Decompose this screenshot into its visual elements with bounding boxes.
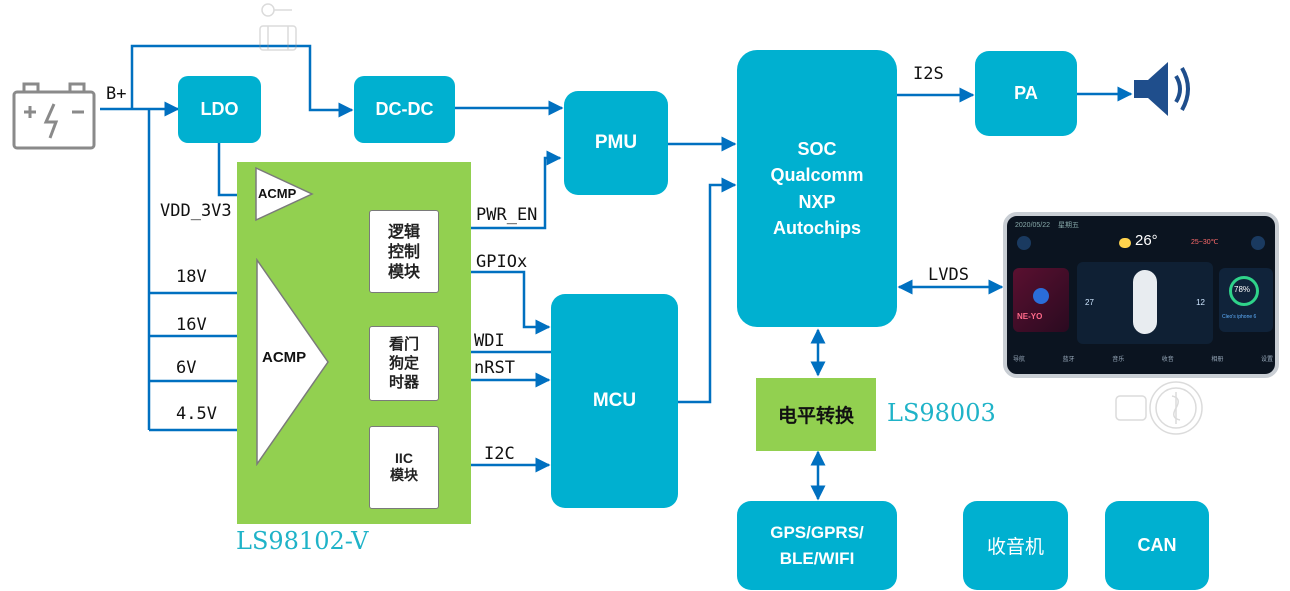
level-shifter-block: 电平转换	[756, 378, 876, 451]
ldo-label: LDO	[200, 99, 239, 119]
pa-block: PA	[975, 51, 1077, 136]
gps-gprs-ble-wifi-block: GPS/GPRS/ BLE/WIFI	[737, 501, 897, 590]
signal-pwr-en: PWR_EN	[476, 205, 538, 225]
play-icon	[1033, 288, 1049, 304]
faint-coin-icon	[1115, 381, 1203, 435]
nav-item: 导航	[1013, 357, 1026, 363]
pmu-block: PMU	[564, 91, 668, 195]
car-icon	[1133, 270, 1157, 334]
signal-6v: 6V	[176, 358, 197, 378]
watchdog-line-3: 时器	[388, 372, 419, 391]
logic-line-2: 控制	[387, 241, 420, 261]
gps-line-2: BLE/WIFI	[779, 548, 855, 568]
soc-line-2: Qualcomm	[770, 165, 864, 186]
volume-icon	[1251, 236, 1265, 250]
faint-chip-icon	[259, 3, 297, 51]
screen-left-value: 27	[1085, 298, 1094, 307]
signal-vdd-3v3: VDD_3V3	[160, 201, 232, 221]
battery-card: 78% Cleo's iphone 6	[1219, 268, 1273, 332]
screen-temp-range: 25~30℃	[1191, 239, 1219, 246]
b-plus-dcdc-wire	[130, 44, 354, 118]
signal-16v: 16V	[176, 315, 207, 335]
can-label: CAN	[1137, 535, 1177, 555]
signal-wdi: WDI	[474, 331, 505, 351]
gpiox-wire	[438, 270, 551, 335]
acmp-large-triangle	[256, 258, 329, 466]
signal-b-plus: B+	[106, 84, 127, 104]
screen-right-value: 12	[1196, 298, 1205, 307]
watchdog-timer-module: 看门 狗定 时器	[369, 326, 439, 401]
soc-line-3: NXP	[798, 191, 836, 212]
dcdc-label: DC-DC	[375, 99, 434, 119]
dcdc-block: DC-DC	[354, 76, 455, 143]
screen-weekday: 星期五	[1058, 222, 1079, 229]
watchdog-line-1: 看门	[388, 335, 419, 354]
nav-item: 音乐	[1112, 357, 1125, 363]
signal-4-5v: 4.5V	[176, 404, 217, 424]
signal-18v: 18V	[176, 267, 207, 287]
iic-line-2: 模块	[390, 467, 418, 484]
screen-temp: 26°	[1135, 232, 1158, 249]
signal-i2s: I2S	[913, 64, 944, 84]
pwr-en-wire	[438, 150, 562, 230]
acmp-small-triangle	[255, 166, 314, 222]
signal-nrst: nRST	[474, 358, 515, 378]
music-card: NE-YO	[1013, 268, 1069, 332]
radio-block: 收音机	[963, 501, 1068, 590]
soc-line-4: Autochips	[773, 217, 861, 238]
level-shifter-label: 电平转换	[777, 405, 854, 427]
chip-part-number: LS98102-V	[236, 527, 369, 555]
car-center-panel: 27 12	[1077, 262, 1213, 344]
signal-gpiox: GPIOx	[476, 252, 528, 272]
logic-line-3: 模块	[387, 261, 420, 281]
watchdog-line-2: 狗定	[388, 354, 419, 373]
iic-line-1: IIC	[395, 450, 413, 466]
can-block: CAN	[1105, 501, 1209, 590]
mcu-label: MCU	[592, 390, 637, 411]
nav-item: 相册	[1211, 357, 1224, 363]
nav-item: 收音	[1161, 357, 1174, 363]
signal-i2c: I2C	[484, 444, 515, 464]
iic-module: IIC 模块	[369, 426, 439, 509]
logic-control-module: 逻辑 控制 模块	[369, 210, 439, 293]
acmp-small-label: ACMP	[258, 186, 297, 201]
soc-line-1: SOC	[797, 139, 837, 160]
signal-lvds: LVDS	[928, 265, 969, 285]
screen-date: 2020/05/22	[1015, 222, 1051, 229]
battery-ring	[1229, 276, 1259, 306]
screen-phone: Cleo's iphone 6	[1222, 314, 1257, 320]
pmu-label: PMU	[594, 132, 638, 153]
speaker-icon	[1134, 62, 1190, 116]
acmp-large-label: ACMP	[262, 349, 307, 366]
screen-song: NE-YO	[1017, 312, 1043, 321]
screen-nav-bar: 导航 蓝牙 音乐 收音 相册 设置	[1013, 354, 1273, 368]
nav-item: 设置	[1260, 357, 1273, 363]
battery-icon	[12, 82, 96, 150]
gps-line-1: GPS/GPRS/	[770, 523, 864, 542]
weather-icon	[1119, 238, 1131, 248]
screen-top-bar: 2020/05/22 星期五	[1015, 220, 1079, 230]
screen-battery-pct: 78%	[1234, 285, 1251, 294]
level-shifter-part-number: LS98003	[887, 399, 996, 427]
logic-line-1: 逻辑	[387, 221, 420, 241]
mic-icon	[1017, 236, 1031, 250]
nav-item: 蓝牙	[1062, 357, 1075, 363]
radio-label: 收音机	[986, 536, 1044, 558]
car-display-screen: 2020/05/22 星期五 26° 25~30℃ NE-YO 27 12 78…	[1003, 212, 1279, 378]
mcu-block: MCU	[551, 294, 678, 508]
ldo-block: LDO	[178, 76, 261, 143]
mcu-soc-wire	[678, 177, 737, 404]
soc-block: SOC Qualcomm NXP Autochips	[737, 50, 897, 327]
pa-label: PA	[1014, 83, 1038, 103]
